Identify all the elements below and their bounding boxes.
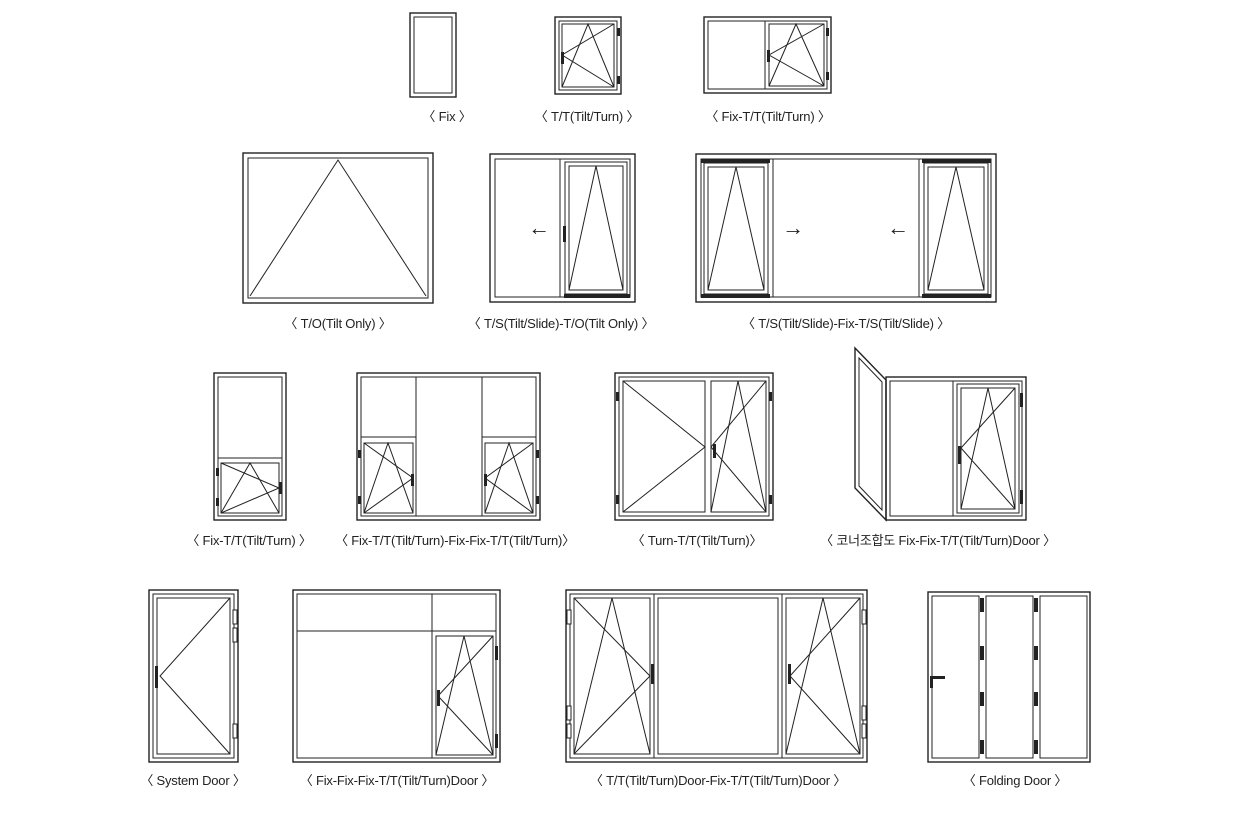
handle-icon [788,664,791,684]
hinge-icon [980,740,984,754]
arrow-right-icon: → [782,215,804,240]
window-fix-tt-fix-fix-tt [356,372,541,521]
hinge-icon [232,723,238,739]
handle-icon [279,482,282,494]
hinge-icon [617,76,620,84]
hinge-icon [1020,490,1023,504]
window-fix-tilt-turn-vertical [213,372,287,521]
hinge-icon [566,723,572,739]
hinge-icon [1034,740,1038,754]
hinge-icon [861,609,867,625]
hinge-icon [769,392,772,401]
hinge-icon [495,734,498,748]
handle-icon [651,664,654,684]
system-door [148,589,239,763]
caption-tt-door-fix-tt-door: 〈 T/T(Tilt/Turn)Door-Fix-T/T(Tilt/Turn)D… [589,773,847,788]
arrow-left-icon: ← [887,215,909,240]
hinge-icon [980,692,984,706]
handle-icon [155,666,158,688]
hinge-icon [1034,692,1038,706]
hinge-icon [616,392,619,401]
caption-fix-tt-fix-fix-tt: 〈 Fix-T/T(Tilt/Turn)-Fix-Fix-T/T(Tilt/Tu… [335,533,575,548]
window-tilt-turn [554,16,622,95]
slide-track-icon [701,159,770,163]
hinge-icon [1034,598,1038,612]
hinge-icon [861,723,867,739]
slide-track-icon [564,294,630,298]
hinge-icon [536,496,539,504]
slide-track-icon [922,159,991,163]
caption-corner-combination-door: 〈 코너조합도 Fix-Fix-T/T(Tilt/Turn)Door 〉 [820,533,1056,548]
hinge-icon [1034,646,1038,660]
hinge-icon [358,496,361,504]
hinge-icon [769,495,772,504]
caption-turn-tilt-turn: 〈 Turn-T/T(Tilt/Turn)〉 [631,533,763,548]
window-fix [409,12,457,98]
tt-door-fix-tt-door [565,589,868,763]
handle-icon [713,444,716,458]
handle-icon [563,226,566,242]
folding-door [927,591,1091,763]
caption-tilt-slide-fix-tilt-slide: 〈 T/S(Tilt/Slide)-Fix-T/S(Tilt/Slide) 〉 [742,316,950,331]
hinge-icon [826,72,829,80]
hinge-icon [566,705,572,721]
handle-icon [958,446,961,464]
hinge-icon [616,495,619,504]
handle-icon [767,50,770,62]
slide-track-icon [922,294,991,298]
window-corner-combination-door [854,346,1027,522]
handle-icon [437,690,440,706]
slide-track-icon [701,294,770,298]
handle-icon [561,52,564,64]
handle-icon [930,676,933,688]
hinge-icon [826,28,829,36]
hinge-icon [617,28,620,36]
caption-fix: 〈 Fix 〉 [422,109,472,124]
caption-fix-tilt-turn: 〈 Fix-T/T(Tilt/Turn) 〉 [705,109,831,124]
caption-tilt-turn: 〈 T/T(Tilt/Turn) 〉 [534,109,640,124]
window-tilt-only [242,152,434,304]
caption-fix-tilt-turn-vertical: 〈 Fix-T/T(Tilt/Turn) 〉 [186,533,312,548]
window-tilt-slide-fix-tilt-slide [695,153,997,303]
caption-fix-fix-fix-tilt-turn-door: 〈 Fix-Fix-Fix-T/T(Tilt/Turn)Door 〉 [299,773,495,788]
window-turn-tilt-turn [614,372,774,521]
caption-tilt-slide-tilt-only: 〈 T/S(Tilt/Slide)-T/O(Tilt Only) 〉 [467,316,655,331]
caption-system-door: 〈 System Door 〉 [140,773,246,788]
arrow-left-icon: ← [528,215,550,240]
hinge-icon [216,498,219,506]
hinge-icon [536,450,539,458]
caption-tilt-only: 〈 T/O(Tilt Only) 〉 [284,316,392,331]
hinge-icon [566,609,572,625]
hinge-icon [980,598,984,612]
hinge-icon [1020,393,1023,407]
hinge-icon [861,705,867,721]
window-tilt-slide-tilt-only [489,153,636,303]
window-fix-tilt-turn [703,16,832,94]
hinge-icon [980,646,984,660]
fix-fix-fix-tilt-turn-door [292,589,501,763]
handle-icon [411,474,414,486]
handle-icon [484,474,487,486]
hinge-icon [232,627,238,643]
hinge-icon [495,646,498,660]
hinge-icon [358,450,361,458]
handle-icon [933,676,945,679]
caption-folding-door: 〈 Folding Door 〉 [962,773,1068,788]
hinge-icon [216,468,219,476]
hinge-icon [232,609,238,625]
